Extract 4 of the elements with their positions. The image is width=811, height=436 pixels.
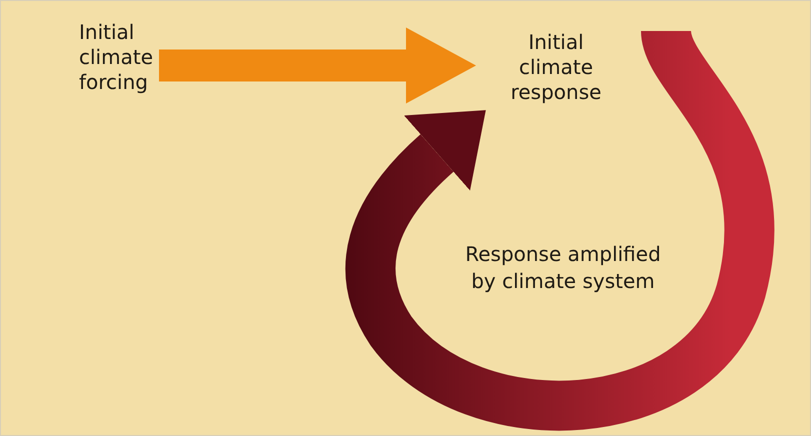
edge-label: Response amplified by climate system — [464, 241, 662, 295]
node-label: Initial climate response — [510, 30, 602, 104]
arrow — [159, 28, 476, 104]
node-label: Initial climate forcing — [79, 20, 154, 95]
